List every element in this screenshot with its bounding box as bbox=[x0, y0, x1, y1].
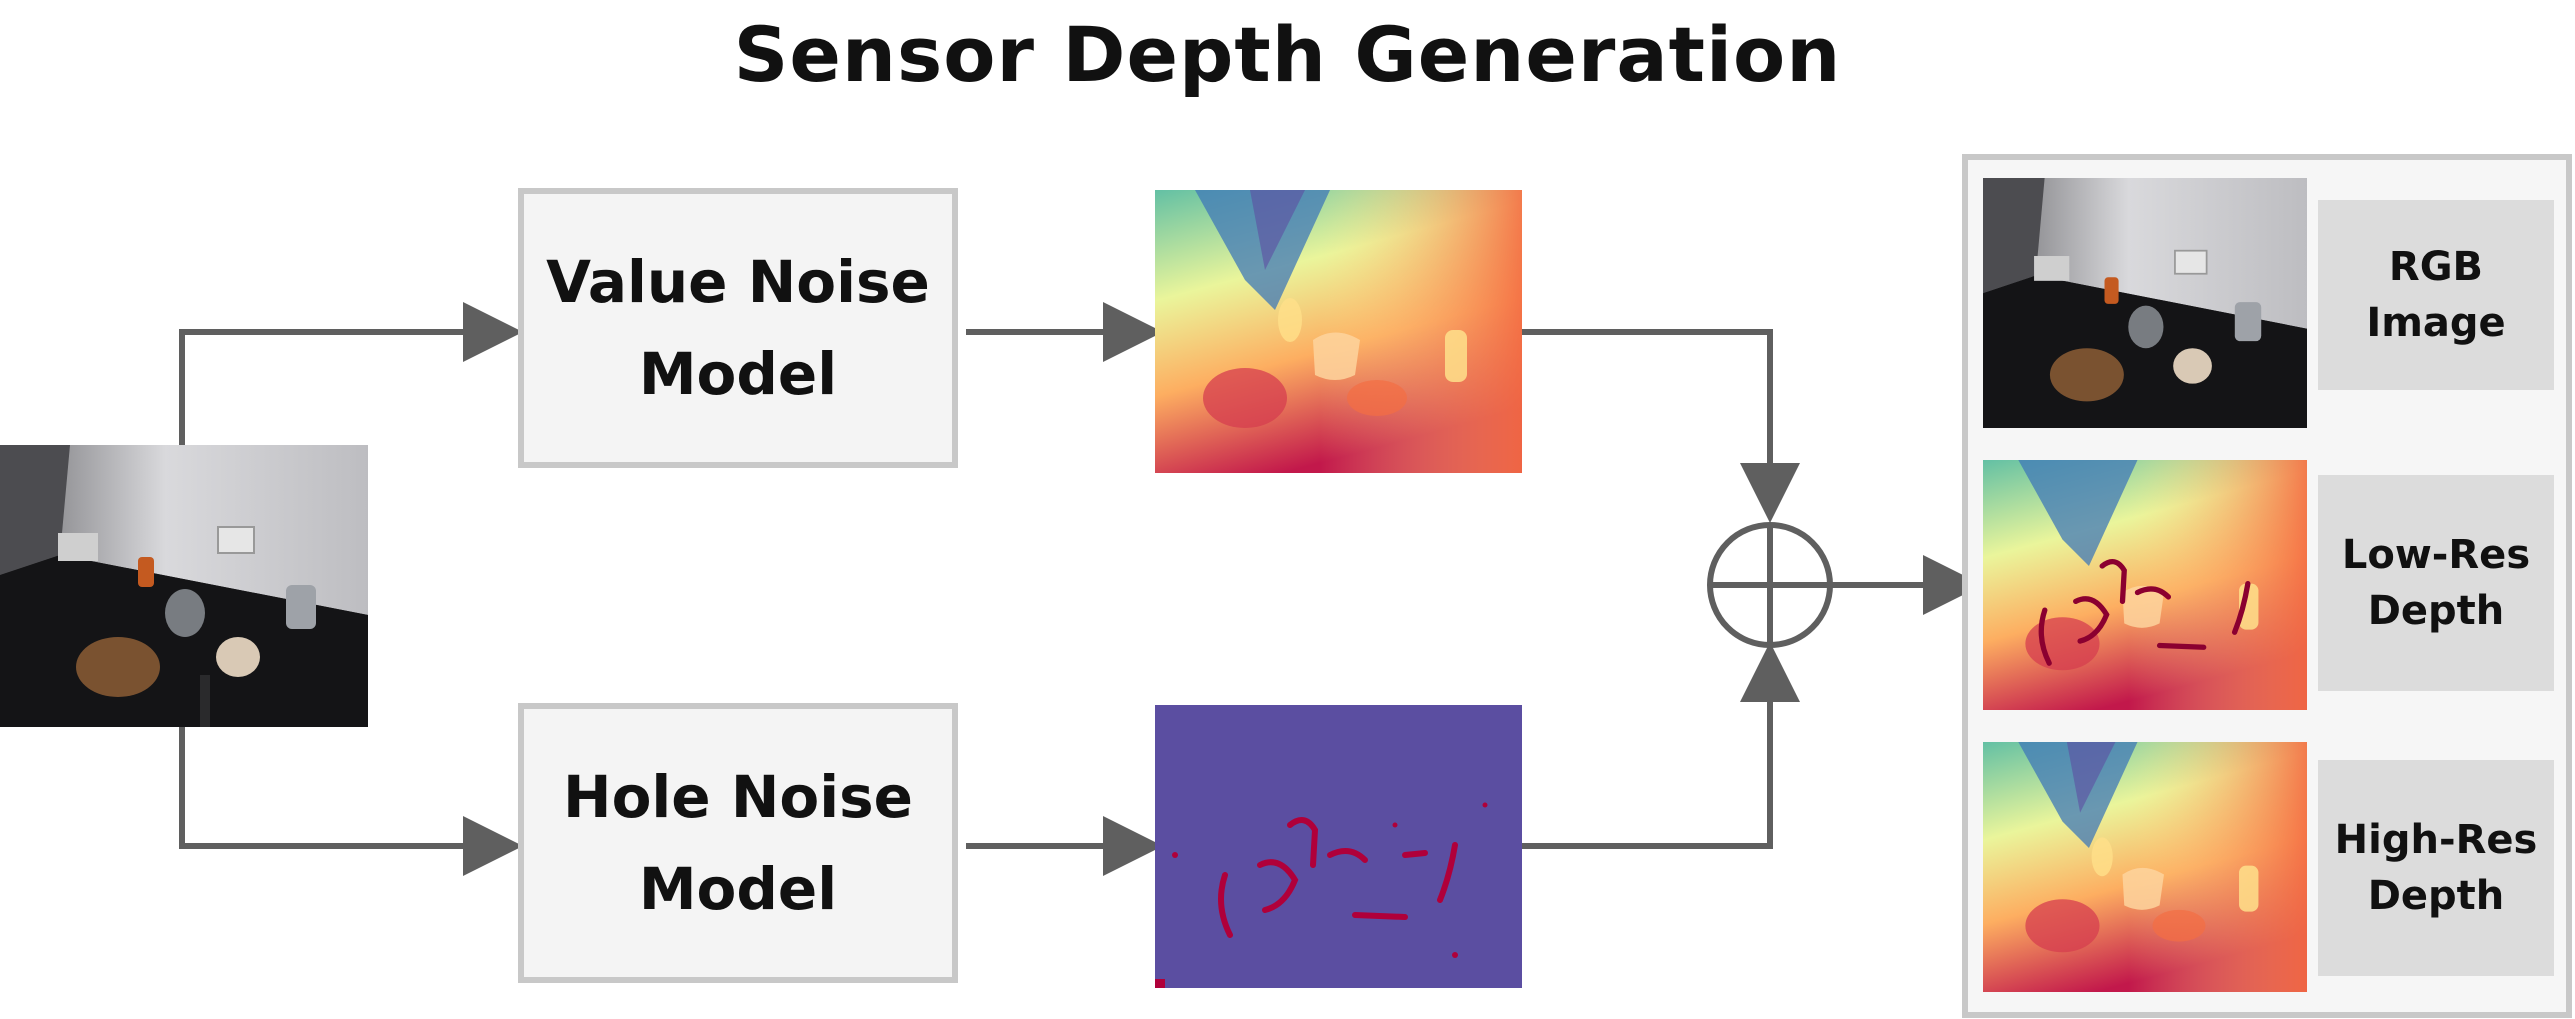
value-noise-model-label: Value Noise Model bbox=[546, 248, 930, 408]
output-rgb-image bbox=[1983, 178, 2307, 428]
noise-to-sum-connector bbox=[1522, 642, 1800, 849]
hole-noise-model-label: Hole Noise Model bbox=[563, 763, 913, 923]
rgb-image-label-box: RGB Image bbox=[2318, 200, 2554, 390]
hole-noise-image bbox=[1155, 705, 1522, 988]
input-rgb-image bbox=[0, 445, 368, 727]
sum-operator-icon bbox=[1707, 522, 1833, 648]
output-low-res-depth-image bbox=[1983, 460, 2307, 710]
input-to-hole-model-connector bbox=[179, 727, 523, 876]
input-to-value-model-connector bbox=[179, 302, 523, 445]
depth-to-sum-connector bbox=[1522, 329, 1800, 523]
low-res-depth-label: Low-Res Depth bbox=[2341, 532, 2531, 634]
low-res-depth-label-box: Low-Res Depth bbox=[2318, 475, 2554, 691]
value-noise-model-box: Value Noise Model bbox=[518, 188, 958, 468]
value-noise-depth-image bbox=[1155, 190, 1522, 473]
output-high-res-depth-image bbox=[1983, 742, 2307, 992]
high-res-depth-label: High-Res Depth bbox=[2334, 817, 2538, 919]
rgb-image-label: RGB Image bbox=[2366, 244, 2506, 346]
high-res-depth-label-box: High-Res Depth bbox=[2318, 760, 2554, 976]
hole-noise-model-box: Hole Noise Model bbox=[518, 703, 958, 983]
diagram-title: Sensor Depth Generation bbox=[733, 10, 1842, 99]
